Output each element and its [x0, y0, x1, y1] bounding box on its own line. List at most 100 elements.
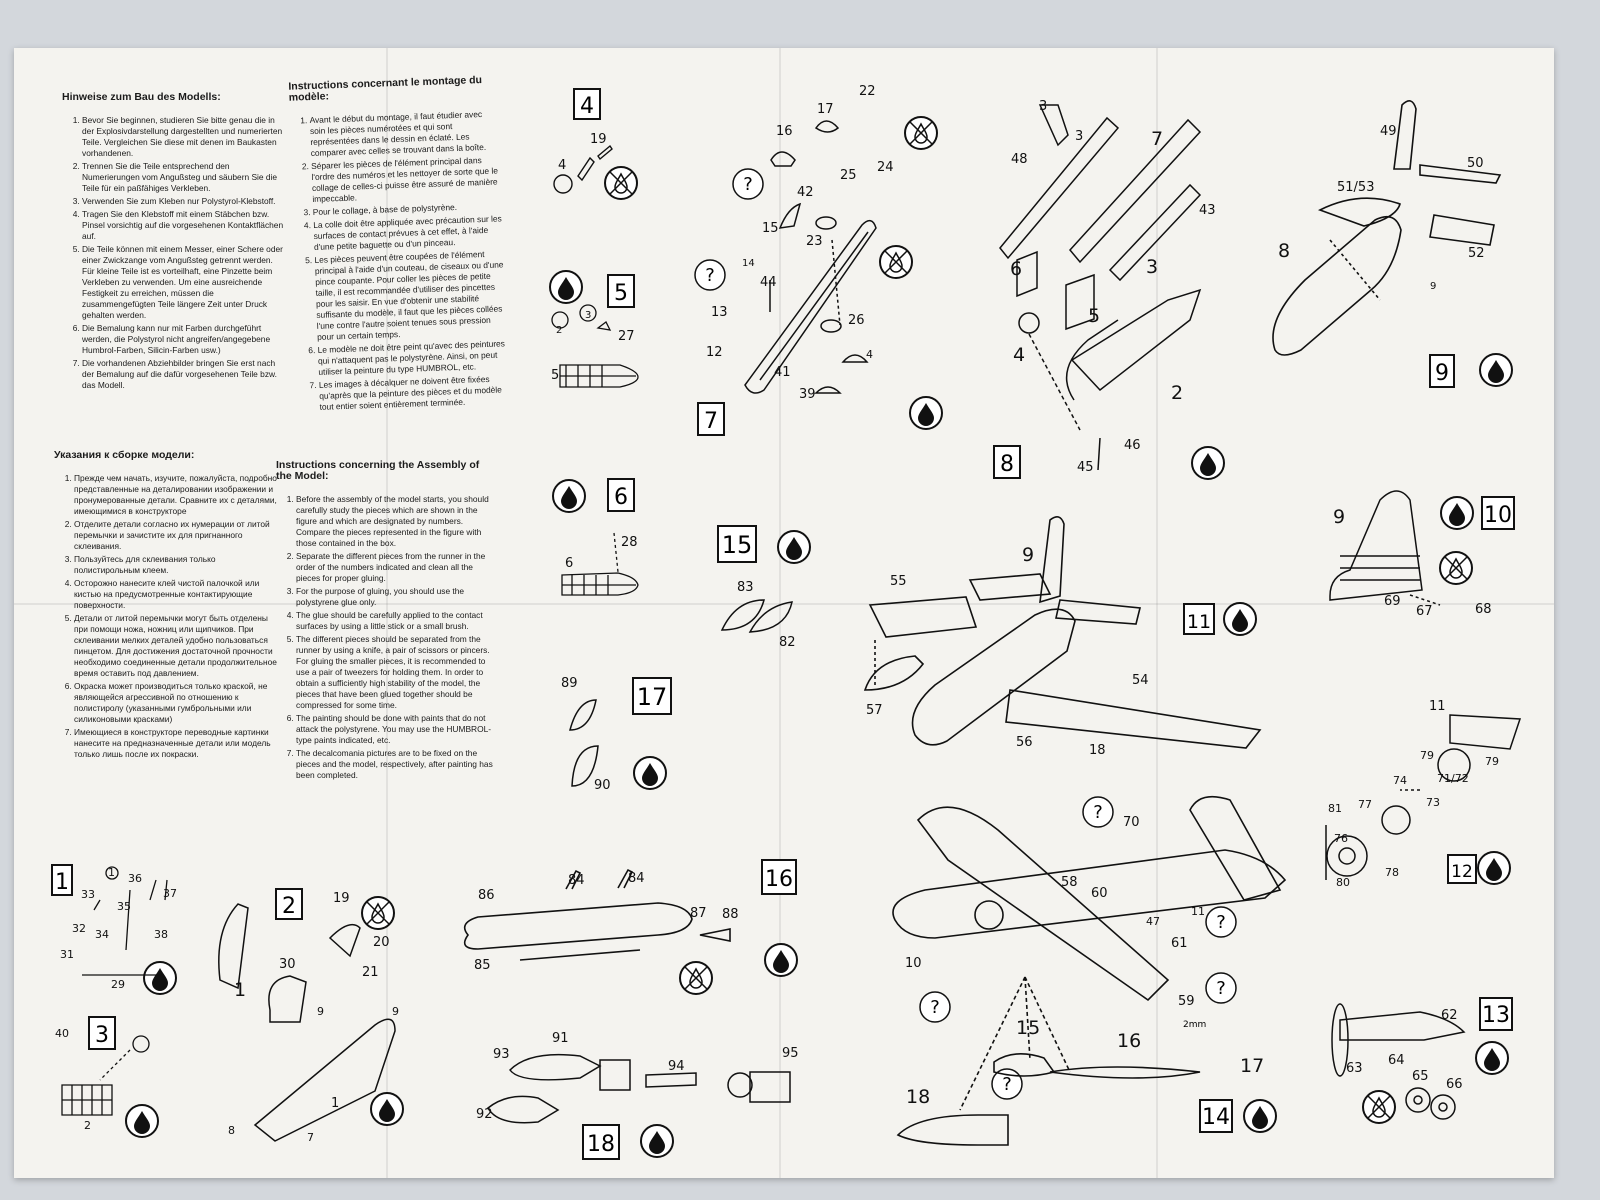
- part-number: 9: [1430, 281, 1436, 292]
- instruction-item: Осторожно нанесите клей чистой палочкой …: [74, 578, 279, 611]
- step-number: 5: [614, 281, 628, 306]
- part-number: 8: [1278, 240, 1290, 262]
- part-number: 30: [279, 957, 296, 972]
- part-number: 41: [774, 365, 791, 380]
- step-box: 16: [761, 859, 797, 895]
- part-number: 92: [476, 1107, 493, 1122]
- part-number: 62: [1441, 1008, 1458, 1023]
- part-number: 4: [558, 158, 566, 173]
- part-number: 71/72: [1437, 772, 1469, 785]
- part-number: 37: [163, 887, 177, 900]
- part-number: 60: [1091, 886, 1108, 901]
- svg-text:?: ?: [1216, 912, 1226, 933]
- part-number: 6: [565, 556, 573, 571]
- part-number: 67: [1416, 604, 1433, 619]
- paint-drop-icon: [143, 961, 177, 995]
- part-number: 70: [1123, 815, 1140, 830]
- part-number: 14: [742, 258, 755, 269]
- part-number: 35: [117, 900, 131, 913]
- part-number: 25: [840, 168, 857, 183]
- instruction-item: Trennen Sie die Teile entsprechend den N…: [82, 161, 287, 194]
- part-number: 82: [779, 635, 796, 650]
- part-number: 3: [1146, 256, 1158, 278]
- part-number: 73: [1426, 796, 1440, 809]
- step-box: 11: [1183, 603, 1215, 635]
- part-number: 94: [668, 1059, 685, 1074]
- part-number: 26: [848, 313, 865, 328]
- paint-drop-icon: [633, 756, 667, 790]
- step-12-engine: [1325, 714, 1522, 880]
- instructions-english: Instructions concerning the Assembly of …: [276, 460, 496, 783]
- part-number: 5: [551, 368, 559, 383]
- part-number: 80: [1336, 876, 1350, 889]
- step-3-parts: [61, 1035, 150, 1116]
- question-circle: ?: [1205, 906, 1237, 938]
- part-number: 19: [590, 132, 607, 147]
- part-number: 86: [478, 888, 495, 903]
- step-number: 7: [704, 409, 718, 434]
- part-number: 3: [1075, 129, 1083, 144]
- question-circle: ?: [1082, 796, 1114, 828]
- part-labels: 4 19 5 2 3 27 6 28 16 17 22 24 25 42 15 …: [55, 84, 1499, 1144]
- paint-drop-icon: [370, 1092, 404, 1126]
- part-number: 13: [711, 305, 728, 320]
- part-number: 3: [1039, 99, 1047, 114]
- fold-line: [1156, 48, 1158, 1178]
- step-box: 1: [51, 864, 73, 896]
- part-number: 2: [84, 1119, 91, 1132]
- question-circle: ?: [1205, 972, 1237, 1004]
- part-number: 9: [317, 1005, 324, 1018]
- instruction-item: Verwenden Sie zum Kleben nur Polystyrol-…: [82, 196, 287, 207]
- paint-drop-icon: [1191, 446, 1225, 480]
- part-number: 18: [906, 1086, 930, 1108]
- part-number: 57: [866, 703, 883, 718]
- part-number: 77: [1358, 798, 1372, 811]
- question-circle: ?: [732, 168, 764, 200]
- instruction-item: For the purpose of gluing, you should us…: [296, 586, 496, 608]
- instruction-item: Die Teile können mit einem Messer, einer…: [82, 244, 287, 321]
- instruction-item: The glue should be carefully applied to …: [296, 610, 496, 632]
- part-number: 89: [561, 676, 578, 691]
- step-box: 7: [697, 402, 725, 436]
- part-number: 46: [1124, 438, 1141, 453]
- step-17-parts: [569, 699, 599, 787]
- part-number: 28: [621, 535, 638, 550]
- part-number: 7: [1151, 128, 1163, 150]
- step-18-parts: [487, 1053, 791, 1124]
- part-number: 24: [877, 160, 894, 175]
- fold-line: [779, 48, 781, 1178]
- instruction-item: Имеющиеся в конструкторе переводные карт…: [74, 727, 279, 760]
- part-number: 51/53: [1337, 180, 1374, 195]
- instruction-item: Прежде чем начать, изучите, пожалуйста, …: [74, 473, 279, 517]
- step-number: 18: [587, 1132, 615, 1157]
- dimension-label: 2mm: [1183, 1020, 1206, 1030]
- part-number: 22: [859, 84, 876, 99]
- step-box: 5: [607, 274, 635, 308]
- part-number: 33: [81, 888, 95, 901]
- part-number: 43: [1199, 203, 1216, 218]
- instruction-item: Die vorhandenen Abziehbilder bringen Sie…: [82, 358, 287, 391]
- part-number: 65: [1412, 1069, 1429, 1084]
- part-number: 12: [706, 345, 723, 360]
- step-2-cockpit: [218, 903, 396, 1142]
- paint-drop-icon: [1477, 851, 1511, 885]
- paint-drop-icon: [125, 1104, 159, 1138]
- part-number: 61: [1171, 936, 1188, 951]
- question-circle: ?: [694, 259, 726, 291]
- paint-drop-icon: [1479, 353, 1513, 387]
- svg-text:?: ?: [705, 265, 715, 286]
- part-number: 11: [1191, 905, 1205, 918]
- step-8-fuselage: [999, 104, 1202, 471]
- part-number: 76: [1334, 832, 1348, 845]
- step-number: 8: [1000, 452, 1014, 477]
- part-number: 9: [392, 1005, 399, 1018]
- part-number: 7: [307, 1131, 314, 1144]
- part-number: 87: [690, 906, 707, 921]
- part-number: 39: [799, 387, 816, 402]
- instruction-item: Die Bemalung kann nur mit Farben durchge…: [82, 323, 287, 356]
- step-box: 18: [582, 1124, 620, 1160]
- part-number: 11: [1429, 699, 1446, 714]
- step-box: 3: [88, 1016, 116, 1050]
- instructions-russian-title: Указания к сборке модели:: [54, 449, 195, 461]
- instruction-item: The different pieces should be separated…: [296, 634, 496, 711]
